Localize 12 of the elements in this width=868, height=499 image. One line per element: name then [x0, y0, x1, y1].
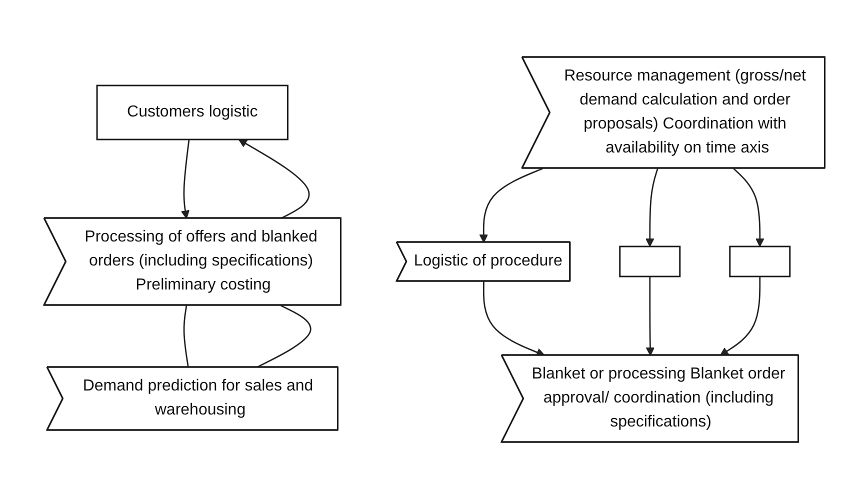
arrow: [238, 139, 310, 220]
arrow: [645, 168, 658, 247]
node-box: [618, 246, 680, 278]
arrow: [482, 281, 545, 356]
arrow: [719, 276, 760, 356]
arrow: [732, 168, 764, 247]
arrow: [478, 168, 543, 243]
node-box: Customers logistic: [96, 84, 288, 140]
arrow: [180, 139, 190, 219]
node-box: [728, 246, 790, 278]
arrow: [645, 276, 654, 356]
connector: [182, 305, 189, 368]
